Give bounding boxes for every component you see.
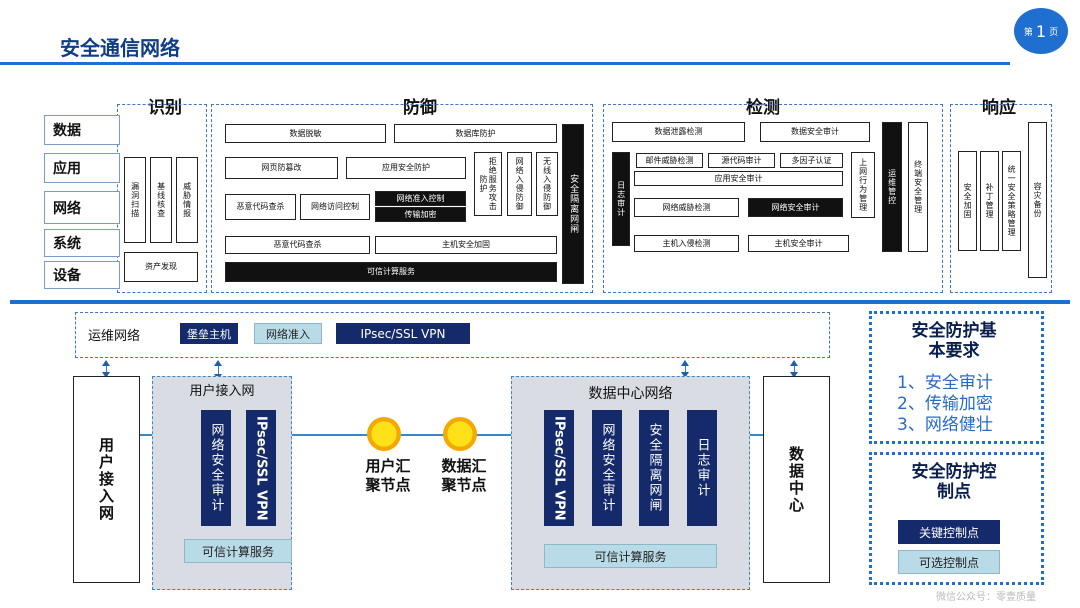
- dc-zone-log-audit: 日志审计: [687, 410, 717, 526]
- security-hardening: 安全加固: [958, 151, 977, 251]
- app-protect: 应用安全防护: [346, 157, 466, 179]
- data-aggregation-label: 数据汇聚节点: [441, 457, 487, 494]
- dc-zone-net-audit: 网络安全审计: [592, 410, 622, 526]
- page-suffix: 页: [1049, 27, 1059, 38]
- app-security-audit: 应用安全审计: [634, 171, 843, 186]
- arrow-head-up-4: [790, 360, 798, 366]
- vuln-scan: 漏洞扫描: [124, 157, 146, 243]
- page-title: 安全通信网络: [60, 36, 180, 60]
- web-behavior-mgmt: 上网行为管理: [851, 152, 875, 218]
- unified-policy-mgmt: 统一安全策略管理: [1002, 151, 1021, 251]
- requirement-3: 3、网络健壮: [897, 415, 993, 435]
- network-ips: 网络入侵防御: [507, 152, 532, 216]
- nac-control: 网络准入控制: [375, 191, 466, 206]
- patch-mgmt: 补丁管理: [980, 151, 999, 251]
- endpoint-security: 终端安全管理: [908, 122, 928, 252]
- arrow-dc-zone: [685, 362, 686, 374]
- user-aggregation-label: 用户汇聚节点: [365, 457, 411, 494]
- col-detect: 检测: [746, 98, 780, 118]
- defense-frame: [211, 104, 593, 293]
- host-intrusion-detect: 主机入侵检测: [634, 235, 739, 252]
- row-network: 网络: [44, 191, 120, 224]
- dc-zone-isolation: 安全隔离网闸: [639, 410, 669, 526]
- disaster-backup: 容灾备份: [1028, 122, 1047, 278]
- arrow-head-dn-4: [790, 372, 798, 378]
- user-aggregation-node-icon: [367, 417, 401, 451]
- section-divider: [10, 300, 1070, 304]
- row-application: 应用: [44, 153, 120, 183]
- wireless-ips: 无线入侵防御: [536, 152, 558, 216]
- arrow-data-center: [794, 362, 795, 374]
- ops-vpn: IPsec/SSL VPN: [336, 323, 470, 344]
- web-tamper: 网页防篡改: [225, 157, 338, 179]
- requirement-1: 1、安全审计: [897, 373, 993, 393]
- source-code-audit: 源代码审计: [708, 153, 775, 168]
- row-system: 系统: [44, 229, 120, 257]
- ddos-protect: 拒绝服务攻击防护: [474, 152, 502, 216]
- network-access: 网络准入: [254, 323, 322, 344]
- arrow-head-up-1: [102, 360, 110, 366]
- dc-zone-vpn: IPsec/SSL VPN: [544, 410, 574, 526]
- user-zone-net-audit: 网络安全审计: [201, 410, 231, 526]
- requirements-title: 安全防护基本要求: [911, 321, 997, 362]
- transport-encryption: 传输加密: [375, 207, 466, 222]
- trusted-computing: 可信计算服务: [225, 262, 557, 282]
- col-defense: 防御: [403, 98, 437, 118]
- page-number: 1: [1035, 21, 1047, 41]
- data-leak-detect: 数据泄露检测: [612, 122, 745, 142]
- arrow-head-dn-1: [102, 372, 110, 378]
- arrow-head-dn-3: [681, 372, 689, 378]
- user-zone-vpn: IPsec/SSL VPN: [246, 410, 276, 526]
- mfa: 多因子认证: [780, 153, 843, 168]
- respond-frame: [950, 104, 1052, 293]
- row-data: 数据: [44, 115, 120, 145]
- user-zone-title: 用户接入网: [189, 384, 255, 399]
- db-masking: 数据脱敏: [225, 124, 386, 143]
- security-isolation-gateway: 安全隔离网闸: [562, 124, 584, 284]
- net-threat-detect: 网络威胁检测: [634, 198, 739, 217]
- user-zone-trusted: 可信计算服务: [184, 539, 292, 563]
- host-security-audit: 主机安全审计: [748, 235, 849, 252]
- col-identify: 识别: [148, 98, 182, 118]
- host-hardening: 主机安全加固: [375, 236, 557, 254]
- key-control-legend: 关键控制点: [898, 520, 1000, 544]
- page-prefix: 第: [1023, 27, 1033, 38]
- ops-network-zone: [75, 312, 830, 358]
- data-security-audit: 数据安全审计: [760, 122, 870, 142]
- malware-scan-system: 恶意代码查杀: [225, 236, 370, 254]
- title-underline: [0, 62, 1010, 65]
- requirements-panel: [869, 311, 1044, 444]
- bastion-host: 堡垒主机: [180, 323, 238, 344]
- arrow-user-access: [106, 362, 107, 374]
- controls-panel: [869, 452, 1044, 585]
- net-security-audit: 网络安全审计: [748, 198, 843, 217]
- ops-control: 运维管控: [882, 122, 902, 252]
- requirement-2: 2、传输加密: [897, 394, 993, 414]
- col-respond: 响应: [982, 98, 1016, 118]
- detect-frame: [603, 104, 943, 293]
- baseline-check: 基线核查: [150, 157, 172, 243]
- data-center: 数据中心: [763, 376, 830, 583]
- user-access-network: 用户接入网: [73, 376, 140, 583]
- asset-discovery: 资产发现: [124, 252, 198, 282]
- threat-intel: 威胁情报: [176, 157, 198, 243]
- malware-scan-network: 恶意代码查杀: [225, 194, 296, 220]
- page-badge: 第 1 页: [1014, 8, 1068, 54]
- data-aggregation-node-icon: [443, 417, 477, 451]
- dc-zone-title: 数据中心网络: [588, 386, 673, 402]
- log-audit: 日志审计: [612, 152, 630, 246]
- arrow-user-zone: [218, 362, 219, 376]
- ops-network-label: 运维网络: [88, 329, 141, 344]
- optional-control-legend: 可选控制点: [898, 550, 1000, 574]
- watermark: 微信公众号：零壹质量: [936, 592, 1036, 603]
- db-protect: 数据库防护: [394, 124, 557, 143]
- controls-title: 安全防护控制点: [911, 462, 997, 503]
- row-device: 设备: [44, 261, 120, 289]
- net-access-control: 网络访问控制: [300, 194, 370, 220]
- arrow-head-up-2: [214, 360, 222, 366]
- arrow-head-up-3: [681, 360, 689, 366]
- mail-threat-detect: 邮件威胁检测: [636, 153, 703, 168]
- dc-zone-trusted: 可信计算服务: [544, 544, 717, 568]
